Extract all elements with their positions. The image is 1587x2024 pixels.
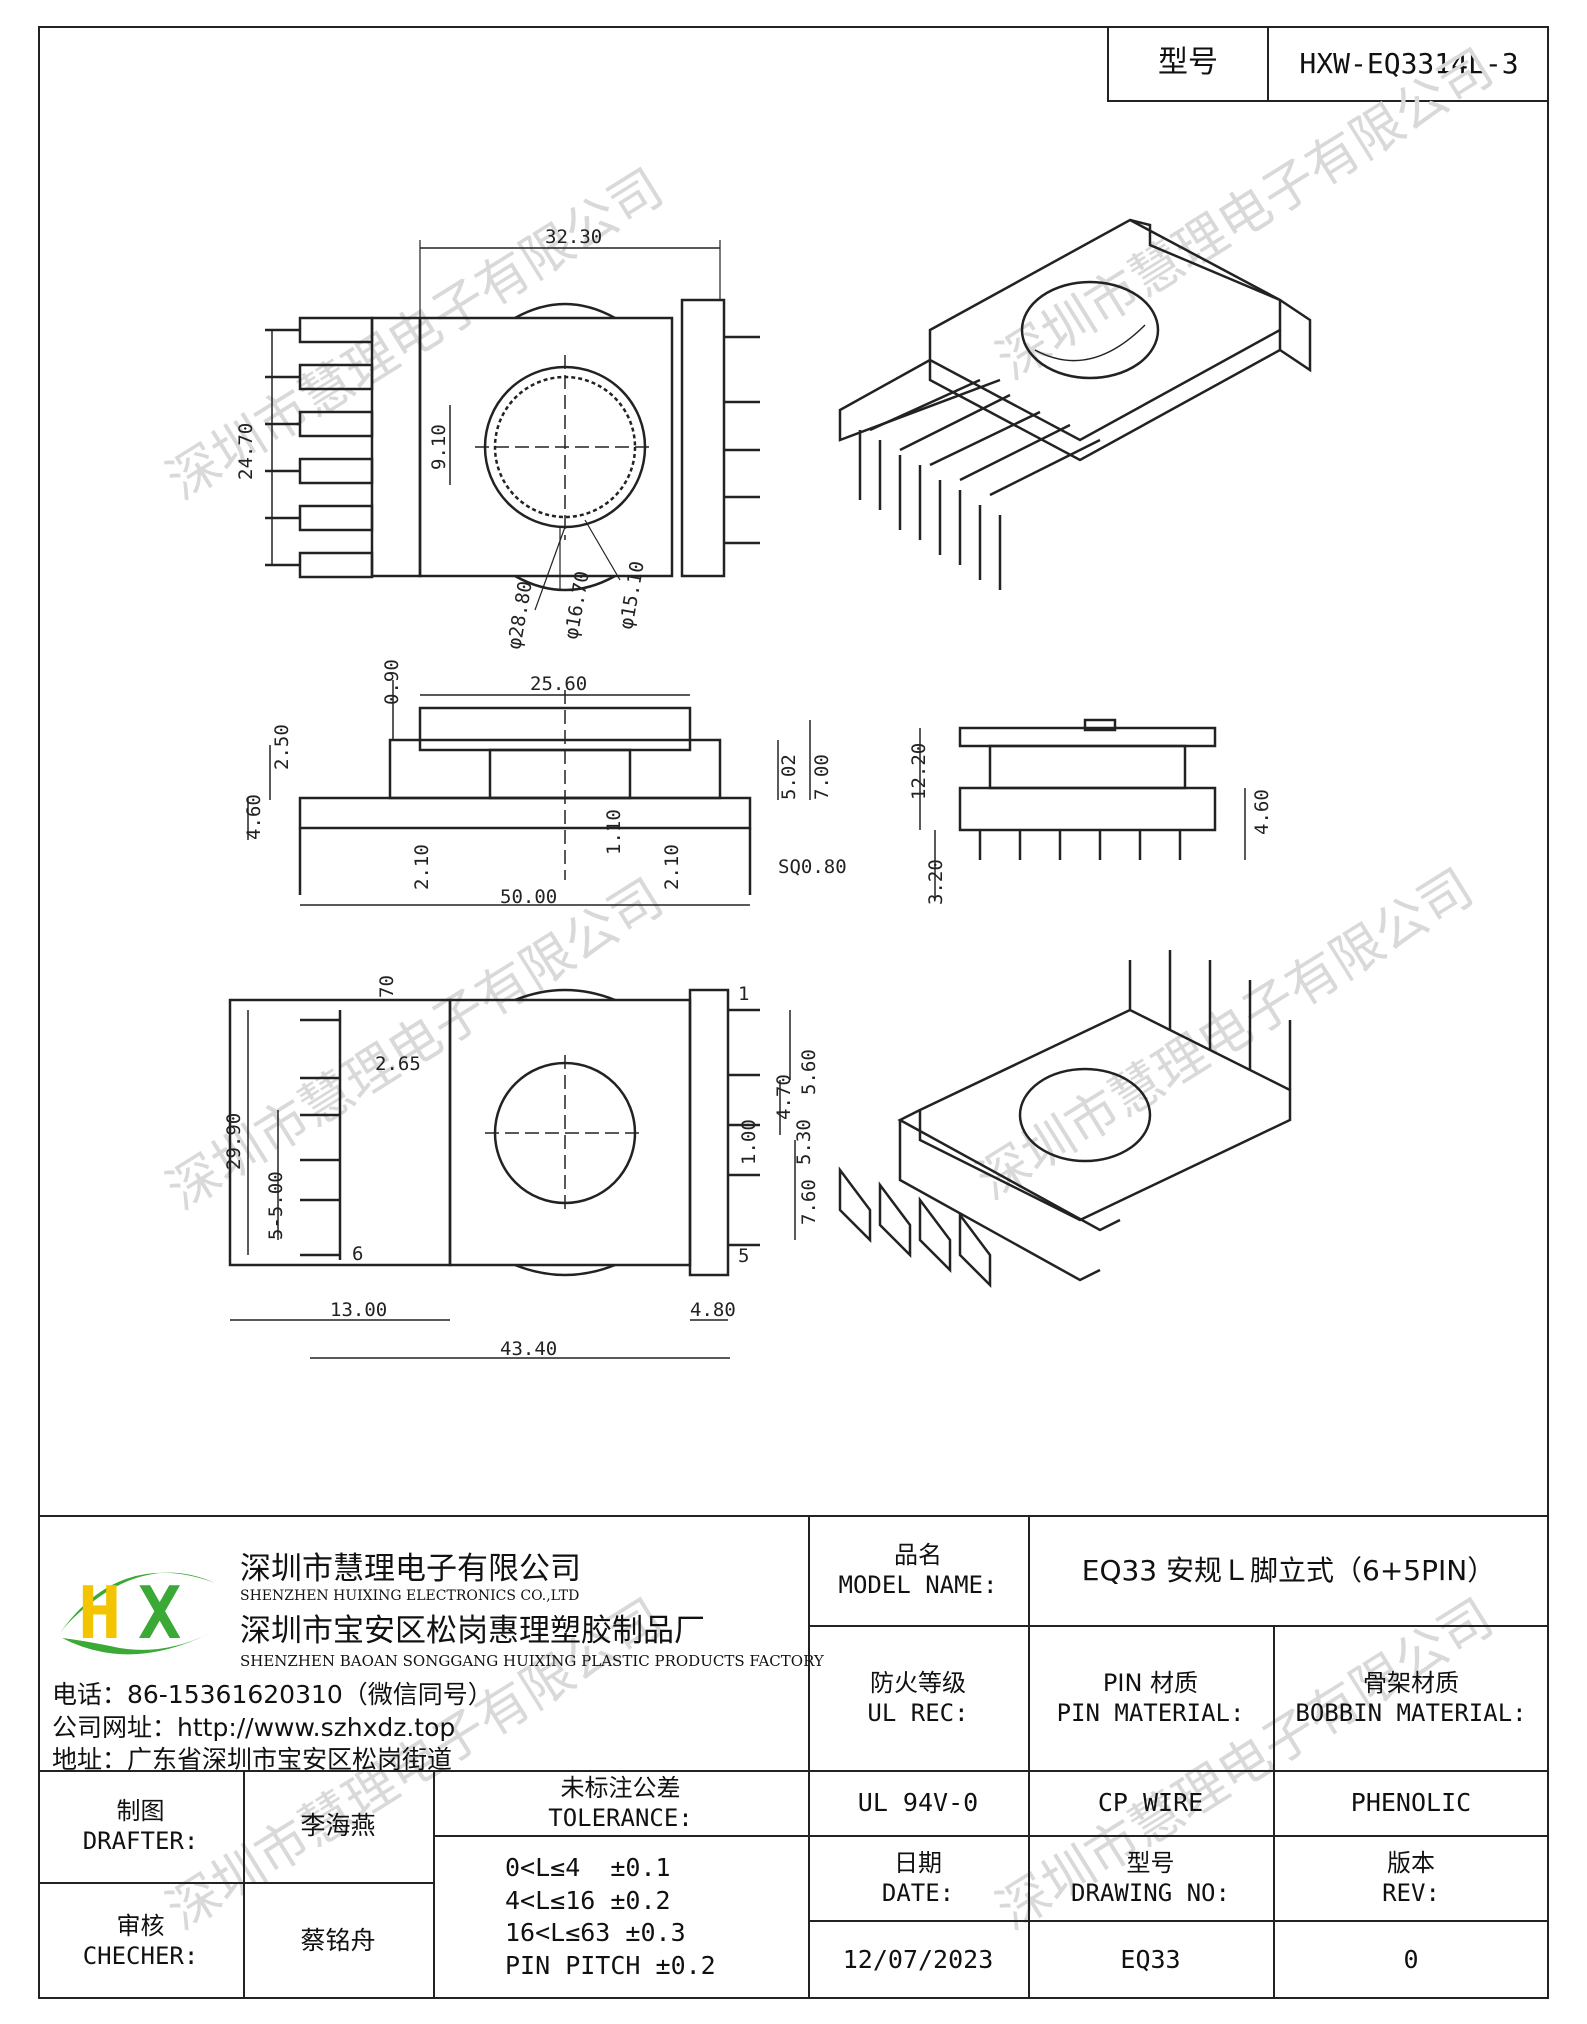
bobbin-material-value: PHENOLIC (1350, 1787, 1472, 1817)
dim-2-10-b: 2.10 (661, 844, 683, 890)
dim-25-60: 25.60 (530, 673, 587, 695)
company-address: 地址：广东省深圳市宝安区松岗街道 (52, 1745, 453, 1774)
company-phone: 电话：86-15361620310（微信同号） (52, 1680, 493, 1709)
dim-sq-0-80: SQ0.80 (778, 856, 847, 878)
drafter-label: 制图 DRAFTER: (82, 1797, 199, 1855)
rev-label: 版本 REV: (1382, 1848, 1440, 1907)
side-view (247, 680, 811, 906)
header-model-value-cell: HXW-EQ3314L-3 (1267, 26, 1549, 102)
bottom-view (228, 988, 796, 1359)
dim-28-80: φ28.80 (503, 579, 537, 650)
iso-view-bottom (838, 950, 1292, 1289)
dim-13-00: 13.00 (330, 1299, 387, 1321)
company-name-en: SHENZHEN HUIXING ELECTRONICS CO.,LTD (240, 1588, 580, 1604)
pin-label-1: 1 (738, 983, 749, 1005)
company-website: 公司网址：http://www.szhxdz.top (52, 1713, 456, 1742)
dim-4-60-end: 4.60 (1251, 789, 1273, 835)
checker-label: 审核 CHECHER: (82, 1911, 199, 1970)
drafter-value: 李海燕 (300, 1811, 376, 1841)
dim-3-20: 3.20 (925, 859, 947, 905)
dim-0-90: 0.90 (381, 659, 403, 705)
dim-4-80: 4.80 (690, 1299, 736, 1321)
pin-material-value: CP WIRE (1097, 1787, 1204, 1817)
pin-material-label: PIN 材质 PIN MATERIAL: (1056, 1668, 1245, 1727)
dim-5-02: 5.02 (778, 754, 800, 800)
company-logo: H X (60, 1571, 215, 1655)
factory-name-en: SHENZHEN BAOAN SONGGANG HUIXING PLASTIC … (240, 1652, 824, 1670)
dim-4-70: 4.70 (773, 1074, 795, 1120)
date-value: 12/07/2023 (842, 1944, 994, 1974)
dim-1-10: 1.10 (603, 809, 625, 855)
drawing-frame (38, 26, 1549, 1999)
factory-name-cn: 深圳市宝安区松岗惠理塑胶制品厂 (240, 1613, 705, 1649)
drawing-no-value: EQ33 (1120, 1944, 1181, 1974)
model-name-label: 品名 MODEL NAME: (838, 1541, 998, 1599)
dim-50-00: 50.00 (500, 886, 557, 908)
rev-value: 0 (1403, 1944, 1419, 1974)
dim-43-40: 43.40 (500, 1338, 557, 1360)
iso-view-top (838, 218, 1312, 590)
dim-24-70: 24.70 (235, 423, 257, 480)
header-model-label-cell: 型号 (1107, 26, 1267, 102)
dim-2-65: 2.65 (375, 1053, 421, 1075)
pin-label-5: 5 (738, 1245, 749, 1267)
pin-label-6: 6 (352, 1243, 363, 1265)
header-model-label: 型号 (1158, 45, 1218, 81)
header-model-value: HXW-EQ3314L-3 (1299, 46, 1519, 80)
date-label: 日期 DATE: (881, 1848, 955, 1907)
dim-32-30: 32.30 (545, 226, 602, 248)
svg-text:H: H (78, 1571, 121, 1655)
dim-1-00: 1.00 (738, 1119, 760, 1165)
drawing-no-label: 型号 DRAWING NO: (1071, 1848, 1230, 1907)
tolerance-label: 未标注公差 TOLERANCE: (548, 1773, 693, 1832)
dim-5-60: 5.60 (798, 1049, 820, 1095)
ul-rec-label: 防火等级 UL REC: (867, 1668, 969, 1727)
company-name-cn: 深圳市慧理电子有限公司 (240, 1551, 581, 1587)
checker-value: 蔡铭舟 (300, 1925, 376, 1955)
dim-2-50: 2.50 (271, 724, 293, 770)
top-view (265, 240, 760, 611)
dim-5-5-00: 5-5.00 (265, 1171, 287, 1240)
svg-text:X: X (138, 1571, 181, 1655)
dim-7-00: 7.00 (811, 754, 833, 800)
tolerance-values: 0<L≤4 ±0.1 4<L≤16 ±0.2 16<L≤63 ±0.3 PIN … (505, 1853, 716, 1980)
dim-5-30: 5.30 (793, 1119, 815, 1165)
ul-rec-value: UL 94V-0 (857, 1787, 979, 1817)
dim-70: 70 (376, 975, 398, 998)
dim-7-60: 7.60 (798, 1179, 820, 1225)
dim-9-10: 9.10 (428, 424, 450, 470)
dim-29-90: 29.90 (223, 1113, 245, 1170)
dim-12-20: 12.20 (908, 743, 930, 800)
end-view (919, 718, 1246, 900)
dim-15-10: φ15.10 (615, 559, 649, 630)
dim-4-60-side: 4.60 (243, 794, 265, 840)
model-name-value: EQ33 安规Ｌ脚立式（6+5PIN） (1081, 1553, 1496, 1587)
bobbin-material-label: 骨架材质 BOBBIN MATERIAL: (1295, 1668, 1527, 1727)
dim-16-70: φ16.70 (560, 569, 594, 640)
dim-2-10-a: 2.10 (411, 844, 433, 890)
